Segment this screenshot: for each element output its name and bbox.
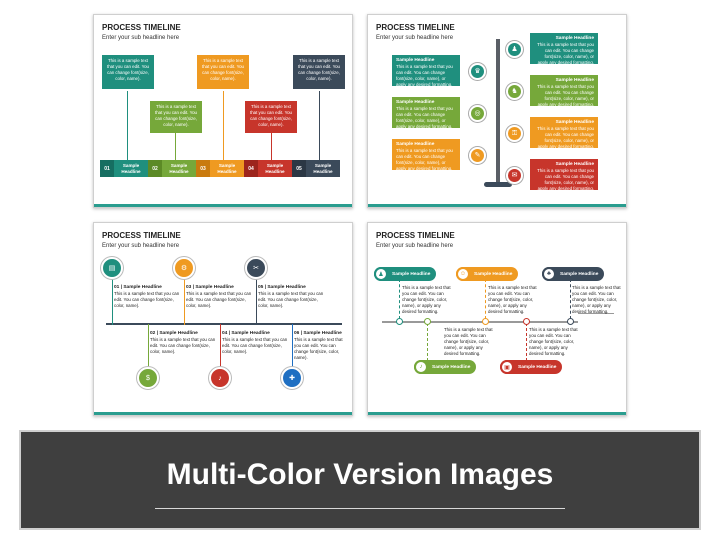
connector-line — [175, 133, 176, 160]
callout-box: This is a sample text that you can edit.… — [150, 101, 202, 133]
item-03: 03 | Sample Headline This is a sample te… — [186, 285, 252, 308]
step-04: 04 Sample Headline — [244, 160, 292, 177]
slide-subtitle: Enter your sub headline here — [102, 35, 180, 41]
slide-thumbnail-1[interactable]: PROCESS TIMELINE Enter your sub headline… — [93, 14, 353, 208]
chess-pawn-icon: ♟ — [506, 41, 523, 58]
trophy-icon: ♛ — [469, 63, 486, 80]
left-box-1: Sample Headline This is a sample text th… — [392, 55, 460, 87]
slide-title: PROCESS TIMELINE — [102, 231, 181, 240]
tag-icon: ✎ — [469, 147, 486, 164]
step-03: 03 Sample Headline — [196, 160, 244, 177]
connector-line — [223, 91, 224, 160]
slide-subtitle: Enter your sub headline here — [376, 35, 454, 41]
left-box-3: Sample Headline This is a sample text th… — [392, 139, 460, 171]
timeline-pole — [496, 39, 500, 185]
callout-box: This is a sample text that you can edit.… — [102, 55, 154, 89]
timeline-axis — [106, 323, 342, 325]
presentation-icon: ▤ — [101, 257, 123, 279]
desc-2: This is a sample text that you can edit.… — [488, 285, 537, 314]
chess-pawn-icon: ♟ — [374, 267, 388, 281]
desc-4: This is a sample text that you can edit.… — [444, 327, 493, 356]
slide-title: PROCESS TIMELINE — [102, 23, 181, 32]
right-box-1: Sample Headline This is a sample text th… — [530, 33, 598, 65]
microphone-icon: ♪ — [414, 360, 428, 374]
pill-1: ♟ Sample Headline — [374, 267, 437, 281]
slide-thumbnail-2[interactable]: PROCESS TIMELINE Enter your sub headline… — [367, 14, 627, 208]
timeline-axis — [382, 321, 578, 323]
briefcase-icon: ▣ — [500, 360, 514, 374]
slide-subtitle: Enter your sub headline here — [102, 243, 180, 249]
step-01: 01 Sample Headline — [100, 160, 148, 177]
item-02: 02 | Sample Headline This is a sample te… — [150, 331, 216, 354]
lock-icon: ⚿ — [506, 125, 523, 142]
timeline-dot — [396, 318, 403, 325]
item-06: 06 | Sample Headline This is a sample te… — [294, 331, 343, 360]
user-group-icon: ♣ — [542, 267, 556, 281]
slide-title: PROCESS TIMELINE — [376, 23, 455, 32]
gears-icon: ⚙ — [173, 257, 195, 279]
slide-thumbnail-4[interactable]: PROCESS TIMELINE Enter your sub headline… — [367, 222, 627, 416]
right-box-4: Sample Headline This is a sample text th… — [530, 159, 598, 191]
target-icon: ◎ — [469, 105, 486, 122]
slide-thumbnail-3[interactable]: PROCESS TIMELINE Enter your sub headline… — [93, 222, 353, 416]
timeline-dot — [523, 318, 530, 325]
envelope-icon: ✉ — [506, 167, 523, 184]
desc-1: This is a sample text that you can edit.… — [402, 285, 451, 314]
callout-box: This is a sample text that you can edit.… — [245, 101, 297, 133]
desc-3: This is a sample text that you can edit.… — [572, 285, 621, 314]
bandage-icon: ✚ — [281, 367, 303, 389]
desc-5: This is a sample text that you can edit.… — [529, 327, 578, 356]
item-04: 04 | Sample Headline This is a sample te… — [222, 331, 288, 354]
users-icon: ☺ — [456, 267, 470, 281]
chess-piece-icon: ♞ — [506, 83, 523, 100]
pill-4: ♪ Sample Headline — [414, 360, 477, 374]
left-box-2: Sample Headline This is a sample text th… — [392, 97, 460, 129]
item-05: 05 | Sample Headline This is a sample te… — [258, 285, 324, 308]
timeline-dot — [567, 318, 574, 325]
slide-title: PROCESS TIMELINE — [376, 231, 455, 240]
right-box-2: Sample Headline This is a sample text th… — [530, 75, 598, 107]
pill-5: ▣ Sample Headline — [500, 360, 563, 374]
connector-line — [319, 91, 320, 160]
connector-line — [271, 133, 272, 160]
step-02: 02 Sample Headline — [148, 160, 196, 177]
connector-line — [127, 91, 128, 160]
banner-title: Multi-Color Version Images — [166, 458, 554, 491]
item-01: 01 | Sample Headline This is a sample te… — [114, 285, 180, 308]
version-banner: Multi-Color Version Images — [19, 430, 701, 530]
callout-box: This is a sample text that you can edit.… — [293, 55, 345, 89]
pole-base — [484, 182, 512, 187]
pill-3: ♣ Sample Headline — [542, 267, 605, 281]
right-box-3: Sample Headline This is a sample text th… — [530, 117, 598, 149]
banner-underline — [155, 508, 565, 509]
timeline-dot — [482, 318, 489, 325]
dollar-icon: $ — [137, 367, 159, 389]
timeline-dot — [424, 318, 431, 325]
callout-box: This is a sample text that you can edit.… — [197, 55, 249, 89]
step-05: 05 Sample Headline — [292, 160, 340, 177]
tools-icon: ✂ — [245, 257, 267, 279]
microphone-icon: ♪ — [209, 367, 231, 389]
pill-2: ☺ Sample Headline — [456, 267, 519, 281]
slide-subtitle: Enter your sub headline here — [376, 243, 454, 249]
